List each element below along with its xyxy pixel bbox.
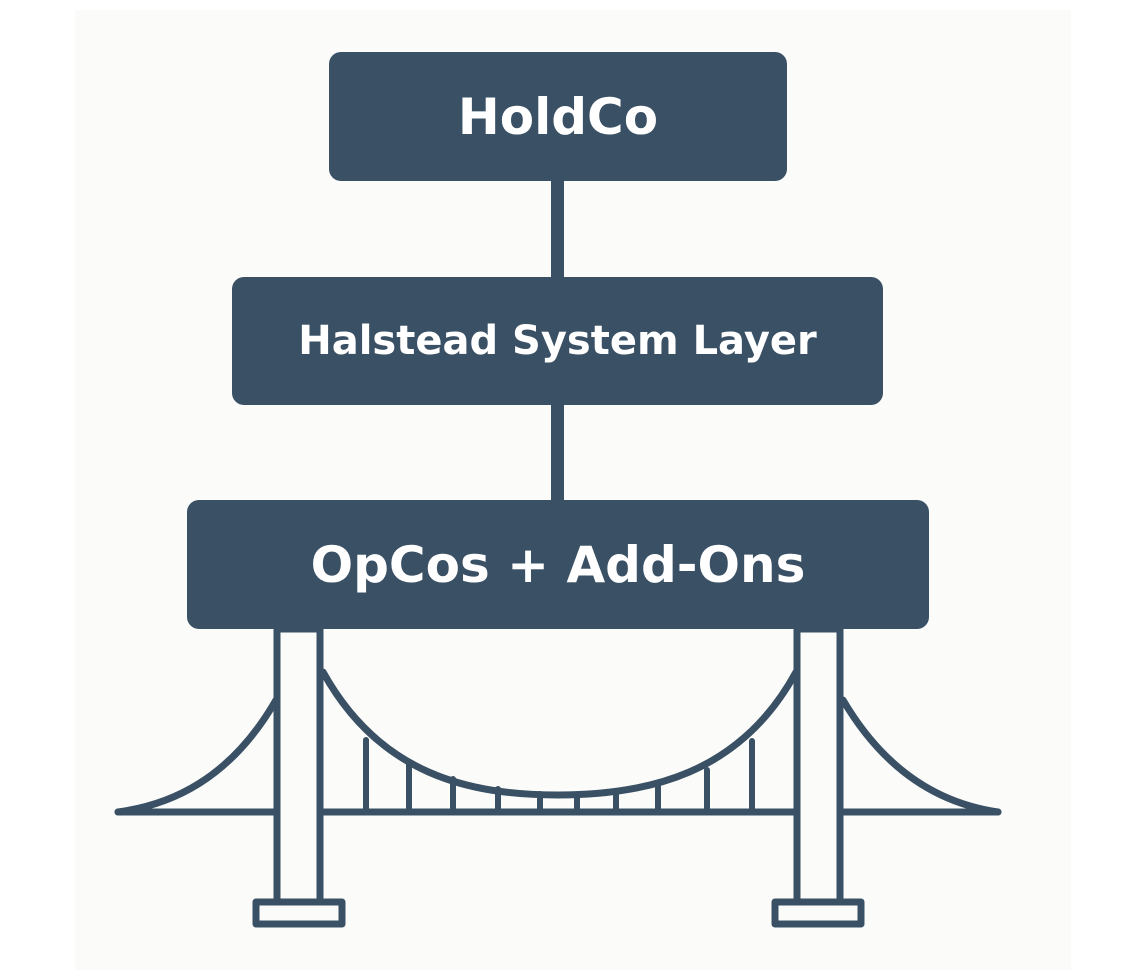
bridge-left-tower: [277, 629, 320, 902]
bridge-left-cable: [118, 700, 276, 812]
bridge-right-cable: [843, 700, 998, 812]
opcos-label: OpCos + Add-Ons: [311, 536, 806, 594]
bridge-main-cable: [323, 672, 796, 795]
bridge-right-footing: [775, 902, 861, 924]
opcos-box: OpCos + Add-Ons: [187, 500, 929, 629]
bridge-right-tower: [797, 629, 840, 902]
bridge-hangers: [366, 740, 752, 812]
bridge-left-footing: [256, 902, 342, 924]
